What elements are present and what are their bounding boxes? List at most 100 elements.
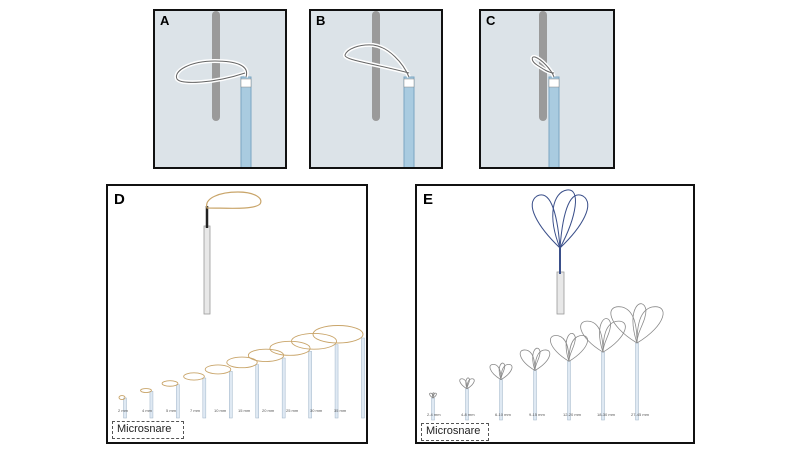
snare-loop	[498, 362, 506, 380]
snare-catheter	[334, 344, 339, 419]
size-label: 10 mm	[214, 408, 227, 413]
snare-loop-outline	[175, 60, 248, 83]
size-label: 20 mm	[262, 408, 275, 413]
snare-loop	[466, 378, 475, 390]
panel-letter: A	[160, 13, 170, 28]
snare-size-4	[519, 347, 551, 421]
size-label: 5 mm	[166, 408, 176, 413]
snare-loop	[565, 333, 576, 362]
catheter	[240, 76, 252, 167]
snare-loop	[312, 325, 364, 344]
snare-catheter	[601, 351, 605, 421]
snare-loop	[290, 332, 338, 350]
size-label: 9-15 mm	[529, 412, 545, 417]
snare-loop	[632, 303, 647, 344]
snare-loop	[559, 194, 589, 249]
guidewire	[539, 11, 547, 121]
panel-b: B	[309, 9, 443, 169]
snare-loop	[174, 58, 249, 85]
snare-loop	[459, 378, 468, 390]
panel-letter: D	[114, 191, 125, 208]
snare-catheter	[361, 337, 365, 419]
snare-loop	[183, 372, 205, 381]
microsnare-label: Microsnare	[421, 423, 489, 441]
snare-size-2	[140, 388, 154, 419]
panel-letter: C	[486, 13, 496, 28]
snare-size-3	[489, 362, 513, 421]
snare-loop	[118, 395, 126, 401]
snare-loop	[602, 320, 626, 353]
panel-letter: E	[423, 191, 434, 208]
catheter	[203, 225, 211, 315]
snare-catheter	[202, 377, 207, 419]
snare-size-4	[183, 372, 207, 419]
size-label: 27-45 mm	[631, 412, 650, 417]
tri-loop-snare	[531, 189, 589, 249]
guidewire	[212, 11, 220, 121]
panel-b-illustration	[343, 11, 415, 167]
snare-loop	[247, 348, 285, 362]
snare-loop	[206, 191, 262, 209]
snare-catheter	[281, 357, 286, 419]
size-range-snares	[118, 325, 365, 419]
snare-loop	[532, 347, 541, 371]
catheter-marker	[403, 78, 415, 88]
size-label: 35 mm	[334, 408, 347, 413]
snare-loop	[568, 335, 588, 362]
snare-loop	[552, 189, 576, 249]
snare-loop	[226, 356, 258, 369]
catheter-marker	[548, 78, 560, 88]
panel-a: A	[153, 9, 287, 169]
size-label: 4 mm	[142, 408, 152, 413]
snare-size-2	[459, 377, 475, 421]
snare-loop	[580, 320, 604, 353]
snare-size-6	[226, 356, 259, 419]
snare-size-3	[161, 380, 180, 419]
panel-c-illustration	[530, 11, 560, 167]
size-label: 30 mm	[310, 408, 323, 413]
snare-size-10	[312, 325, 365, 419]
snare-loop	[140, 388, 152, 393]
snare-loop	[534, 349, 551, 371]
size-label: 2 mm	[118, 408, 128, 413]
catheter	[403, 76, 415, 167]
snare-size-8	[269, 340, 312, 419]
microsnare-label: Microsnare	[112, 421, 184, 439]
panel-c: C	[479, 9, 615, 169]
snare-size-5	[204, 364, 233, 419]
size-label: 25 mm	[286, 408, 299, 413]
snare-size-1	[429, 392, 437, 421]
catheter	[548, 76, 560, 167]
catheter	[556, 271, 565, 315]
snare-loop	[204, 364, 232, 375]
snare-loop-outline	[531, 56, 555, 78]
snare-size-7	[610, 303, 664, 421]
snare-catheter	[499, 379, 503, 421]
snare-loop	[161, 380, 179, 387]
panel-a-illustration	[174, 11, 252, 167]
snare-loop	[489, 364, 502, 381]
snare-catheter	[149, 391, 154, 419]
panel-letter: B	[316, 13, 326, 28]
snare-loop	[531, 194, 561, 249]
snare-size-1	[118, 395, 127, 419]
snare-loop	[599, 318, 612, 353]
snare-loop	[500, 364, 513, 381]
snare-catheter	[176, 384, 180, 419]
snare-catheter	[635, 342, 639, 421]
snare-catheter	[229, 371, 233, 419]
snare-loop-outline	[344, 44, 410, 78]
snare-size-5	[550, 333, 588, 421]
snare-loop	[550, 335, 570, 362]
snare-catheter	[308, 351, 312, 419]
snare-loop	[519, 349, 536, 371]
snare-size-6	[580, 318, 626, 421]
size-label: 12-20 mm	[563, 412, 582, 417]
snare-loop	[465, 377, 470, 389]
snare-loop	[636, 306, 664, 344]
size-label: 4-8 mm	[461, 412, 475, 417]
snare-loop	[432, 392, 435, 399]
size-label: 18-30 mm	[597, 412, 616, 417]
